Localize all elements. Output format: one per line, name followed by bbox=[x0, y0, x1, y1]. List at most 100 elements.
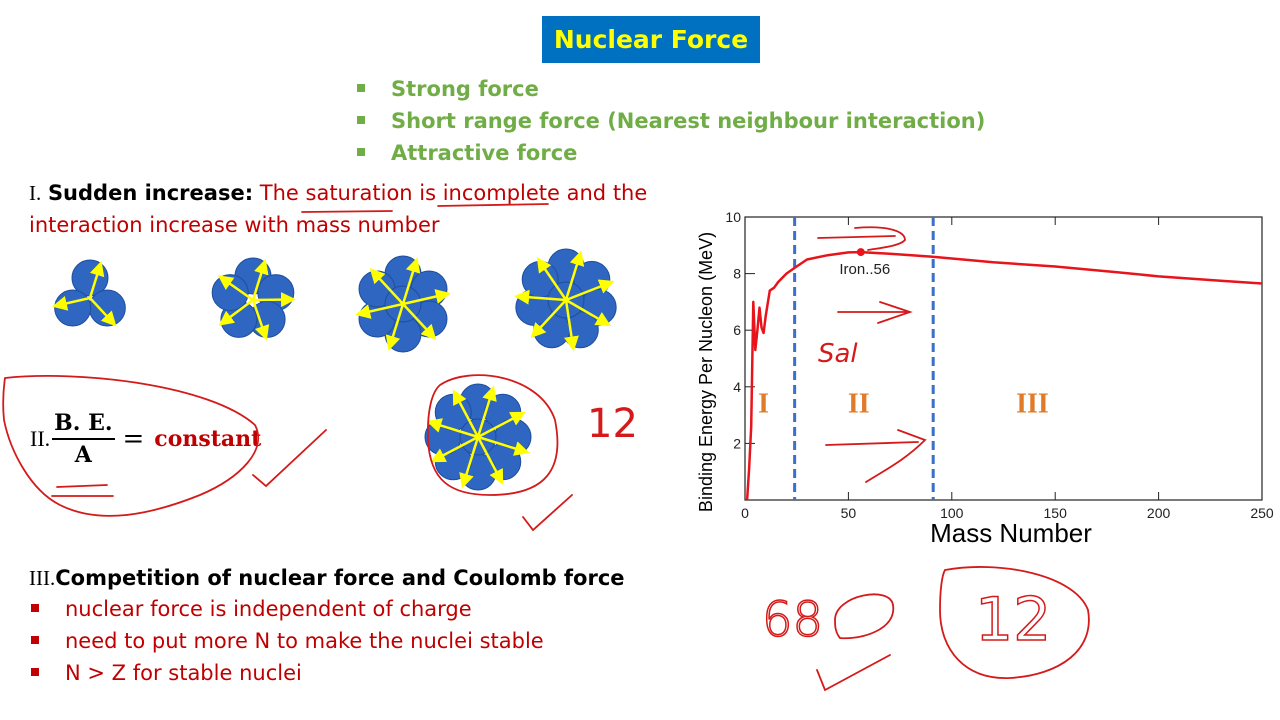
bullet-icon bbox=[31, 636, 39, 644]
underline-saturation bbox=[301, 210, 393, 213]
force-arrow bbox=[476, 385, 497, 438]
force-arrow bbox=[402, 289, 451, 306]
section3-bullet: N > Z for stable nuclei bbox=[65, 661, 302, 685]
section1-heading: Sudden increase: bbox=[47, 181, 254, 205]
force-arrow bbox=[369, 268, 404, 305]
property-short-range: Short range force (Nearest neighbour int… bbox=[391, 109, 986, 133]
nucleus-cluster bbox=[51, 259, 126, 327]
bullet-icon bbox=[31, 604, 39, 612]
y-axis-label: Binding Energy Per Nucleon (MeV) bbox=[696, 232, 716, 512]
nucleus-cluster bbox=[424, 383, 532, 491]
section3-numeral: III. bbox=[29, 566, 56, 590]
fraction-denominator: A bbox=[74, 442, 92, 468]
force-arrow bbox=[477, 411, 526, 439]
x-tick-label: 50 bbox=[841, 505, 857, 521]
handwritten-sal: Sal bbox=[818, 339, 858, 369]
force-arrow bbox=[565, 298, 612, 327]
force-arrow bbox=[401, 257, 421, 305]
force-arrow bbox=[426, 418, 479, 439]
fraction-numerator: B. E. bbox=[52, 410, 115, 440]
force-arrow bbox=[251, 258, 269, 301]
force-arrow bbox=[564, 299, 579, 352]
section3-line: III.Competition of nuclear force and Cou… bbox=[29, 564, 625, 592]
section1-text2: interaction increase with mass number bbox=[29, 213, 440, 237]
circle-bottom-right bbox=[939, 566, 1090, 679]
force-arrow bbox=[514, 289, 567, 305]
force-arrow bbox=[88, 260, 105, 299]
property-strong: Strong force bbox=[391, 77, 539, 101]
force-arrow bbox=[51, 296, 91, 311]
force-arrow bbox=[402, 303, 437, 340]
equals-sign: = bbox=[122, 424, 145, 454]
x-tick-label: 150 bbox=[1044, 505, 1068, 521]
section2-numeral: II. bbox=[30, 426, 51, 451]
circle-formula bbox=[2, 375, 260, 517]
region-label: III bbox=[1016, 388, 1049, 419]
bullet-icon bbox=[31, 668, 39, 676]
y-tick-label: 6 bbox=[733, 322, 741, 338]
force-arrow bbox=[218, 298, 254, 326]
force-arrow bbox=[536, 257, 568, 301]
section1-text1: The saturation is incomplete and the bbox=[259, 181, 648, 205]
force-arrow bbox=[565, 279, 615, 302]
binding-energy-curve bbox=[745, 250, 1263, 501]
bubble-drawing bbox=[834, 593, 894, 640]
arrow-bottom bbox=[825, 429, 927, 483]
force-arrow bbox=[252, 292, 296, 308]
y-tick-label: 10 bbox=[725, 209, 741, 225]
underline-incomplete bbox=[437, 203, 549, 207]
force-arrow bbox=[430, 435, 479, 463]
bullet-icon bbox=[357, 84, 365, 92]
nucleus-cluster bbox=[514, 248, 617, 352]
iron-56-point bbox=[856, 248, 865, 257]
check-mark-icon bbox=[252, 429, 327, 488]
y-tick-label: 8 bbox=[733, 266, 741, 282]
x-tick-label: 250 bbox=[1250, 505, 1274, 521]
force-arrow bbox=[251, 299, 270, 341]
bullet-icon bbox=[357, 116, 365, 124]
property-attractive: Attractive force bbox=[391, 141, 578, 165]
y-tick-label: 2 bbox=[733, 435, 741, 451]
arrow-mid bbox=[837, 301, 913, 324]
force-arrow bbox=[89, 297, 117, 327]
circle-cluster bbox=[427, 374, 559, 496]
force-arrow bbox=[459, 436, 480, 489]
x-tick-label: 100 bbox=[940, 505, 964, 521]
nucleus-cluster bbox=[211, 257, 296, 341]
force-arrow bbox=[477, 435, 530, 456]
section1-line1: I. Sudden increase: The saturation is in… bbox=[29, 179, 647, 207]
force-arrow bbox=[564, 250, 585, 301]
force-arrow bbox=[452, 389, 480, 438]
force-arrow bbox=[476, 436, 504, 485]
section2-formula: II. B. E. A = constant bbox=[30, 410, 261, 468]
double-underline bbox=[51, 484, 114, 497]
section3-bullet: need to put more N to make the nuclei st… bbox=[65, 629, 544, 653]
section3-heading: Competition of nuclear force and Coulomb… bbox=[55, 566, 625, 590]
plot-frame bbox=[744, 216, 1263, 501]
force-arrow bbox=[217, 275, 254, 302]
x-tick-label: 0 bbox=[741, 505, 749, 521]
x-axis-label: Mass Number bbox=[930, 518, 1092, 548]
force-arrow bbox=[530, 299, 567, 339]
slide-title: Nuclear Force bbox=[542, 16, 760, 63]
section3-bullet: nuclear force is independent of charge bbox=[65, 597, 472, 621]
force-arrow bbox=[355, 302, 404, 319]
handwritten-12-circled: 12 bbox=[975, 585, 1051, 655]
nucleus-cluster bbox=[355, 255, 451, 353]
x-tick-label: 200 bbox=[1147, 505, 1171, 521]
handwritten-68: 68 bbox=[762, 592, 823, 648]
region-label: I bbox=[758, 388, 769, 419]
force-arrow bbox=[385, 303, 405, 351]
handwritten-12: 12 bbox=[587, 401, 638, 447]
fraction: B. E. A bbox=[52, 410, 115, 468]
iron-56-label: Iron..56 bbox=[839, 261, 890, 278]
bullet-icon bbox=[357, 148, 365, 156]
check-mark-icon bbox=[816, 654, 891, 692]
constant-text: constant bbox=[154, 426, 262, 452]
check-mark-icon bbox=[522, 494, 573, 532]
region-label: II bbox=[848, 388, 870, 419]
arrow-top bbox=[817, 226, 906, 251]
